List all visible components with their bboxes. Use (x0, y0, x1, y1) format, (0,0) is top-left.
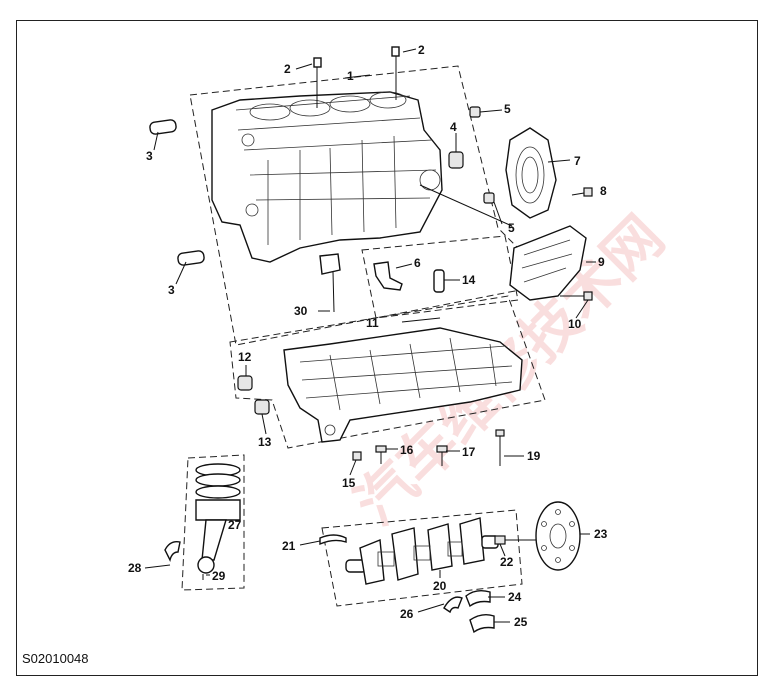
baffle-plate (509, 225, 587, 301)
thrust-washer-26 (443, 596, 463, 614)
seal-4 (448, 151, 464, 169)
callout-22: 22 (500, 555, 514, 569)
leader-lines (144, 48, 596, 623)
callout-13: 13 (258, 435, 272, 449)
callout-4: 4 (450, 120, 457, 134)
callout-15: 15 (342, 476, 356, 490)
callout-3-top: 3 (146, 149, 153, 163)
callout-20: 20 (433, 579, 447, 593)
callout-27: 27 (228, 518, 242, 532)
callout-1: 1 (347, 69, 354, 83)
callout-26: 26 (400, 607, 414, 621)
figure-code: S02010048 (22, 651, 89, 666)
callout-7: 7 (574, 154, 581, 168)
plug-top-right (391, 46, 400, 57)
callout-14: 14 (462, 273, 476, 287)
main-bearing-upper-24 (465, 589, 491, 608)
dowel-pin-bottom (177, 250, 205, 266)
plug-top-left (313, 57, 322, 68)
callout-11: 11 (366, 316, 379, 330)
callout-10: 10 (568, 317, 582, 331)
group-outline-crank (321, 509, 523, 607)
callout-12: 12 (238, 350, 252, 364)
pilot-bearing-22 (494, 535, 506, 545)
bolt-17 (436, 445, 448, 466)
callout-25: 25 (514, 615, 528, 629)
group-outline-sensor (361, 235, 519, 319)
group-outline-crankcase (229, 295, 546, 449)
group-outline-block (189, 65, 541, 346)
seal-13 (254, 399, 270, 415)
dowel-14 (433, 269, 445, 293)
callout-28: 28 (128, 561, 142, 575)
thrust-washer-21 (319, 534, 347, 546)
bolt-8 (571, 187, 593, 197)
rear-oil-seal-cover (505, 127, 557, 219)
callout-29: 29 (212, 569, 226, 583)
flexplate (535, 501, 581, 571)
crankshaft (345, 517, 499, 585)
callout-5-lower: 5 (508, 221, 515, 235)
crankcase-ladder-frame (283, 327, 523, 443)
callout-8: 8 (600, 184, 607, 198)
seal-5-lower (483, 192, 495, 204)
callout-6: 6 (414, 256, 421, 270)
knock-sensor (373, 261, 403, 291)
seal-5-top (469, 106, 481, 118)
callout-2-right: 2 (418, 43, 425, 57)
rod-bearing-shells (164, 540, 181, 563)
callout-9: 9 (598, 255, 605, 269)
main-bearing-lower-25 (469, 613, 495, 634)
group-outline-piston (181, 454, 245, 591)
piston-and-rod (195, 499, 241, 574)
cylinder-block (211, 91, 443, 263)
dowel-pin-top (149, 119, 177, 135)
callout-5-top: 5 (504, 102, 511, 116)
callout-21: 21 (282, 539, 296, 553)
callout-17: 17 (462, 445, 476, 459)
bolt-19 (495, 429, 505, 466)
callout-16: 16 (400, 443, 414, 457)
callout-30: 30 (294, 304, 308, 318)
callout-3-bottom: 3 (168, 283, 175, 297)
callout-24: 24 (508, 590, 522, 604)
callout-2-left: 2 (284, 62, 291, 76)
seal-12 (237, 375, 253, 391)
callout-23: 23 (594, 527, 608, 541)
callouts: 1 2 2 3 3 4 5 5 6 7 8 9 10 11 12 13 14 1… (128, 43, 608, 629)
bracket-30 (319, 253, 341, 275)
callout-19: 19 (527, 449, 541, 463)
piston-rings (195, 463, 241, 499)
plug-15 (352, 451, 362, 461)
